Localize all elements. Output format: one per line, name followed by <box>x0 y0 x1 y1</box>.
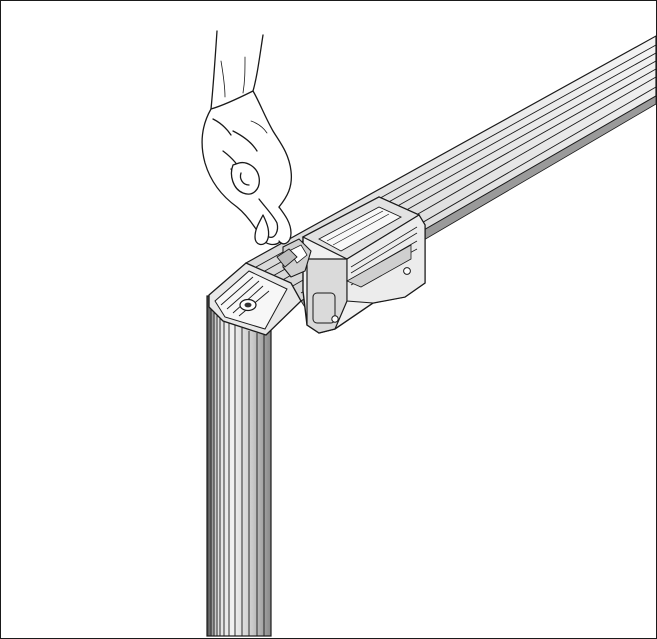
corner-end-cap <box>208 262 302 336</box>
release-latch <box>276 238 312 278</box>
vertical-frame-rail <box>206 295 272 637</box>
sliding-clamp-block <box>301 196 426 334</box>
hand-illustration <box>201 30 293 246</box>
